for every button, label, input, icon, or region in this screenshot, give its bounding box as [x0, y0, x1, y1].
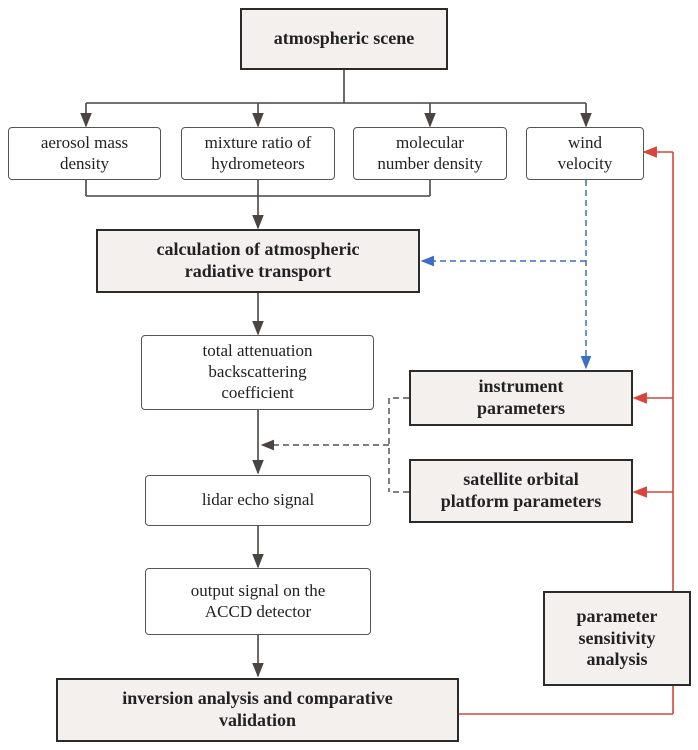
inputs-merge-connector: [85, 180, 431, 230]
satellite-platform-node: satellite orbital platform parameters: [409, 459, 633, 523]
instrument-parameters-node: instrument parameters: [409, 370, 633, 426]
lidar-echo-signal-node: lidar echo signal: [145, 475, 371, 526]
attenuation-coefficient-node: total attenuation backscattering coeffic…: [141, 335, 374, 410]
parameter-sensitivity-node: parameter sensitivity analysis: [543, 591, 691, 686]
aerosol-mass-density-node: aerosol mass density: [8, 127, 161, 180]
inversion-analysis-node: inversion analysis and comparative valid…: [56, 678, 459, 742]
wind-dashed-connector: [420, 180, 592, 370]
wind-velocity-node: wind velocity: [526, 127, 644, 180]
scene-fanout-connector: [80, 70, 592, 128]
parameters-dashed-connector: [260, 397, 409, 493]
accd-output-signal-node: output signal on the ACCD detector: [145, 568, 371, 635]
radiative-transport-node: calculation of atmospheric radiative tra…: [96, 229, 420, 293]
molecular-number-density-node: molecular number density: [353, 127, 507, 180]
atmospheric-scene-node: atmospheric scene: [240, 8, 448, 70]
mixture-ratio-node: mixture ratio of hydrometeors: [181, 127, 335, 180]
